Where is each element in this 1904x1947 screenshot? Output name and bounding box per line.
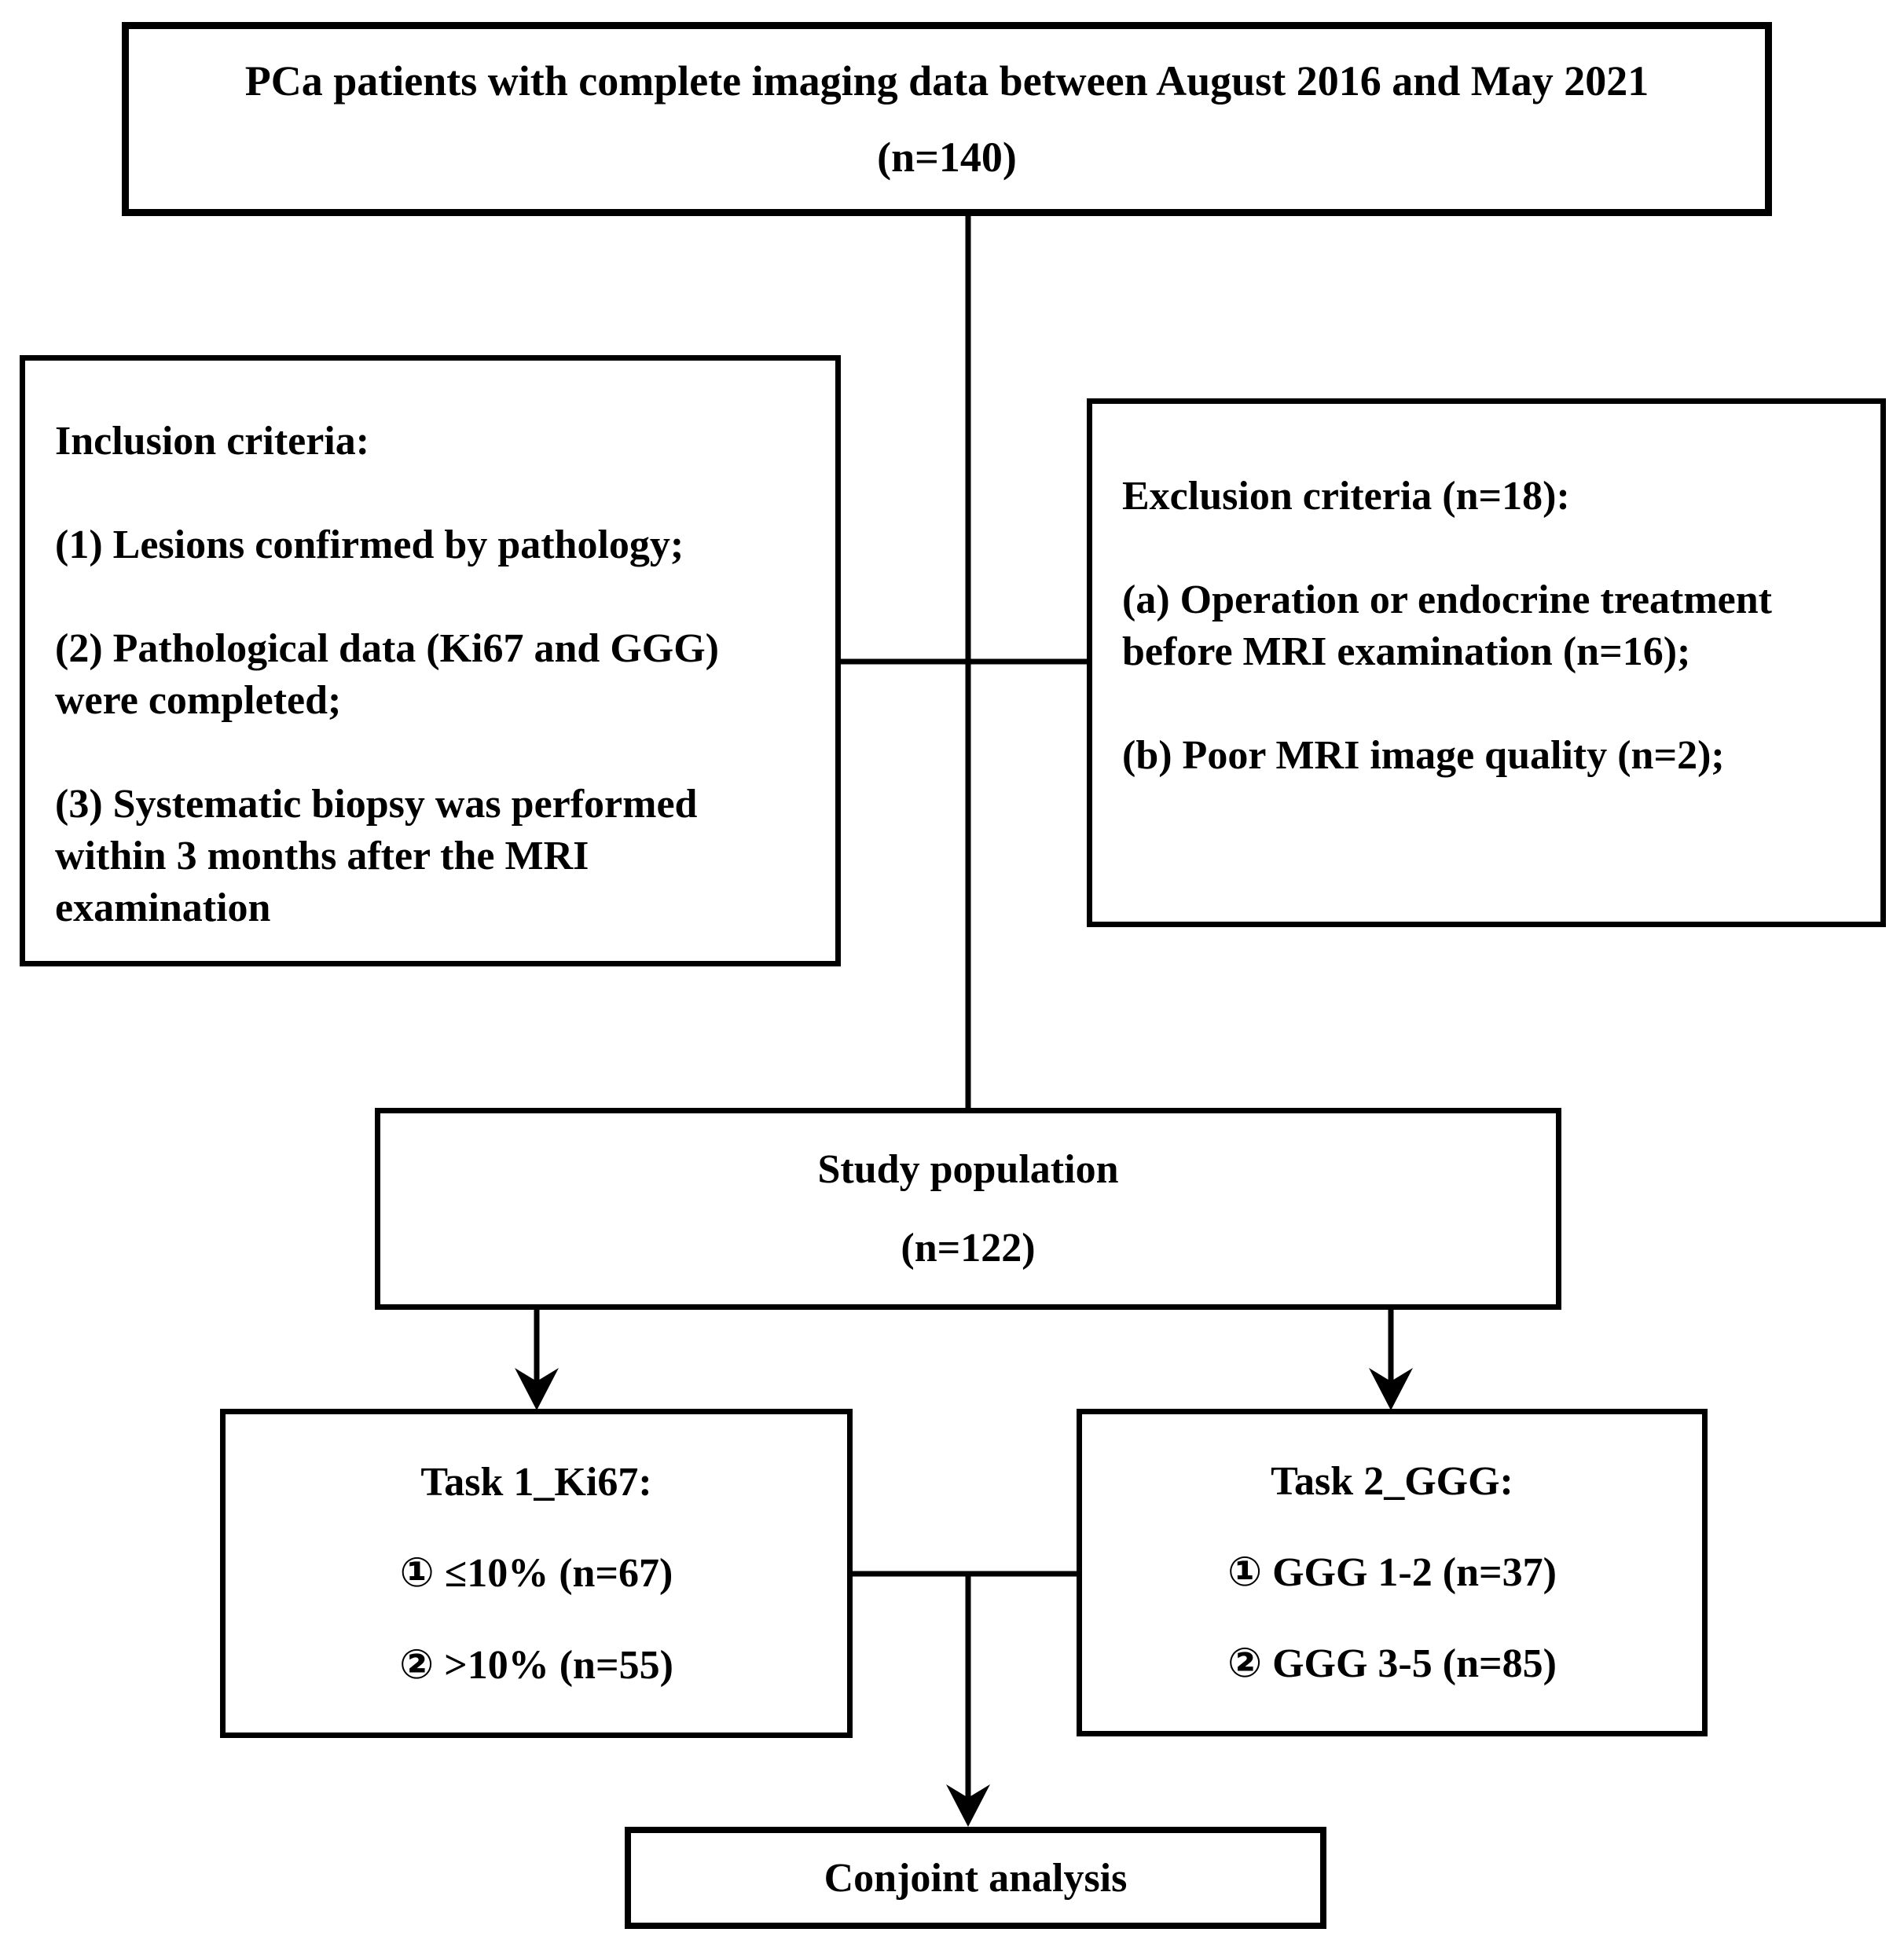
study-population-count: (n=122) (901, 1226, 1036, 1271)
arrow-study-to-task1-head (515, 1368, 559, 1410)
inclusion-item-1: (1) Lesions confirmed by pathology; (55, 522, 684, 568)
task2-item-1: ① GGG 1-2 (n=37) (1227, 1550, 1557, 1595)
top-box-count: (n=140) (877, 134, 1017, 181)
study-population-title: Study population (817, 1146, 1119, 1192)
top-box-title: PCa patients with complete imaging data … (244, 57, 1649, 104)
conjoint-analysis-label: Conjoint analysis (824, 1855, 1128, 1901)
study-population-box: Study population (n=122) (375, 1108, 1561, 1310)
top-box: PCa patients with complete imaging data … (122, 22, 1772, 216)
inclusion-item-3: (3) Systematic biopsy was performed with… (55, 782, 698, 931)
task2-title: Task 2_GGG: (1271, 1459, 1513, 1504)
task1-item-2: ② >10% (n=55) (399, 1642, 673, 1688)
exclusion-item-a: (a) Operation or endocrine treatment bef… (1122, 578, 1772, 675)
inclusion-title: Inclusion criteria: (55, 419, 370, 464)
task1-item-1: ① ≤10% (n=67) (399, 1551, 673, 1596)
inclusion-criteria-box: Inclusion criteria: (1) Lesions confirme… (20, 355, 841, 966)
exclusion-item-b: (b) Poor MRI image quality (n=2); (1122, 733, 1725, 779)
inclusion-item-2: (2) Pathological data (Ki67 and GGG) wer… (55, 626, 719, 724)
task2-item-2: ② GGG 3-5 (n=85) (1227, 1641, 1557, 1686)
arrow-study-to-task2-head (1369, 1368, 1413, 1410)
conjoint-analysis-box: Conjoint analysis (625, 1827, 1326, 1929)
arrow-tasks-to-conjoint-head (946, 1784, 990, 1827)
exclusion-criteria-box: Exclusion criteria (n=18): (a) Operation… (1087, 398, 1886, 927)
task1-title: Task 1_Ki67: (420, 1459, 652, 1505)
task2-ggg-box: Task 2_GGG: ① GGG 1-2 (n=37) ② GGG 3-5 (… (1077, 1409, 1708, 1736)
task1-ki67-box: Task 1_Ki67: ① ≤10% (n=67) ② >10% (n=55) (220, 1409, 853, 1738)
exclusion-title: Exclusion criteria (n=18): (1122, 474, 1570, 519)
